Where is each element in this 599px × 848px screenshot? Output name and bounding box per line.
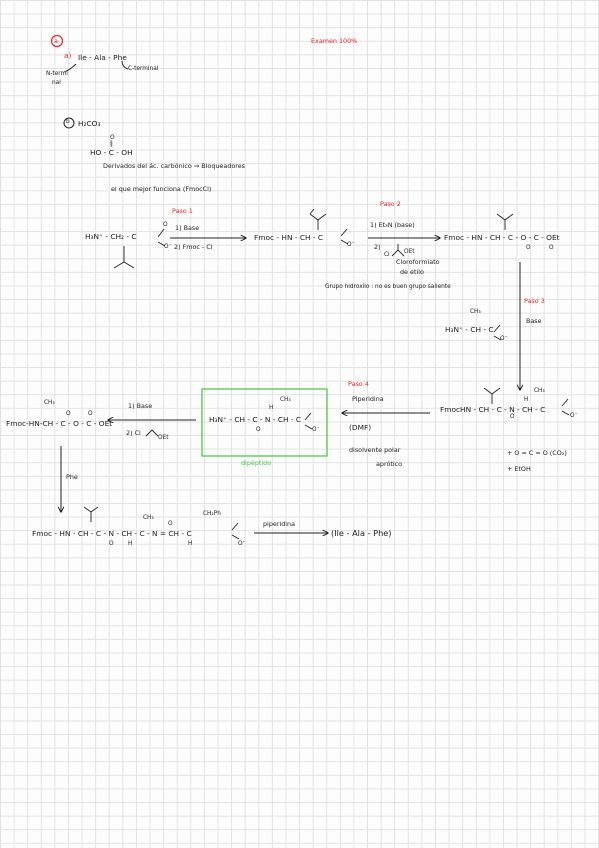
n-terminal-label: N-termi (46, 71, 68, 77)
hydroxyl-note: Grupo hidroxilo : no es buen grupo salie… (325, 284, 451, 290)
step1-reactant-o: O (163, 222, 168, 228)
step5-reagent-1: 1) Base (128, 402, 153, 410)
step5-o2: O (88, 411, 93, 417)
circle-a-label: a (54, 37, 58, 45)
final-sidechain (83, 506, 99, 522)
final-h1: H (128, 541, 133, 547)
step3-product: FmocHN - CH - C - N - CH - C (440, 405, 546, 414)
step1-reactant-om: O⁻ (164, 244, 172, 250)
dipeptide-h: H (269, 405, 274, 411)
product1-carboxylate (340, 228, 349, 245)
circle-b-label: b (66, 119, 70, 125)
step1-reactant: H₃N⁺ - CH₂ - C (85, 232, 137, 241)
dipeptide-carboxylate (304, 412, 313, 430)
final-h2: H (188, 541, 193, 547)
chloroformate-label: Cloroformiato (396, 258, 440, 266)
chloroformate-label-2: de etilo (400, 268, 424, 276)
c-terminal-label: C-terminal (128, 66, 159, 72)
step3-base: Base (526, 317, 542, 325)
final-carboxylate (231, 522, 240, 540)
step2-title: Paso 2 (380, 200, 401, 208)
n-term-hook (63, 63, 77, 73)
step5-reagent-2: 2) Cl (126, 429, 141, 437)
step1-title: Paso 1 (172, 207, 193, 215)
product2-sidechain (496, 213, 514, 230)
step1-reagent-1: 1) Base (175, 224, 200, 232)
n-terminal-label-2: nal (52, 80, 61, 86)
exam-label: Examen 100% (311, 37, 358, 45)
co2-byproduct: + O = C = O (CO₂) (507, 449, 567, 457)
step2-product-o1: O (526, 245, 531, 251)
step5-ch3: CH₃ (44, 400, 55, 406)
peptide-sequence: Ile - Ala - Phe (78, 53, 127, 62)
step5-chloroformate (145, 429, 159, 437)
alanine-structure: H₃N⁺ - CH - C (445, 325, 494, 334)
carboxylate-bonds (157, 228, 166, 247)
solvent-desc-2: aprótico (376, 460, 403, 468)
step2-reagent-2: 2) (374, 243, 381, 251)
acid-carbonyl-o: O (110, 135, 115, 141)
alanine-carboxylate (493, 324, 502, 341)
part-a-label: a) (64, 51, 72, 60)
product3-sidechain (483, 387, 501, 404)
dipeptide-structure: H₃N⁺ - CH - C - N - CH - C (209, 415, 302, 424)
step4-reagent: Piperidina (352, 395, 384, 403)
step4-solvent: (DMF) (349, 423, 372, 432)
step1-reagent-2: 2) Fmoc - Cl (174, 243, 213, 251)
step3-product-o: O (510, 414, 515, 420)
step2-reagent-1: 1) Et₃N (base) (370, 221, 415, 229)
final-om: O⁻ (238, 541, 246, 547)
final-reagent: piperidina (263, 520, 296, 528)
final-o2: O (168, 521, 173, 527)
step2-cl: Cl (384, 252, 390, 258)
dipeptide-o: O (256, 427, 261, 433)
product3-carboxylate (561, 398, 570, 416)
step5-oet: OEt (158, 435, 169, 441)
product1-sidechain (309, 208, 327, 230)
phe-reagent: Phe (66, 473, 78, 481)
dipeptide-box (201, 388, 328, 457)
final-product: (Ile - Ala - Phe) (331, 528, 392, 538)
alanine-om: O⁻ (500, 336, 508, 342)
circle-b-icon (63, 117, 75, 129)
carbonic-acid-structure: HO - C - OH (90, 148, 133, 157)
solvent-desc: disolvente polar (349, 446, 401, 454)
step1-product: Fmoc - HN - CH - C (254, 233, 324, 242)
step3-product-ch3: CH₃ (534, 388, 545, 394)
circle-a-icon (50, 34, 64, 48)
step2-product-o2: O (549, 245, 554, 251)
step3-product-h: H (524, 397, 529, 403)
chloroformate-sketch (391, 244, 405, 257)
h2co3-label: H₂CO₃ (78, 119, 101, 128)
etoh-byproduct: + EtOH (507, 465, 531, 473)
acid-carbonyl-bond: ‖ (110, 141, 113, 147)
isobutyl-sidechain (113, 246, 135, 269)
step3-product-om: O⁻ (570, 413, 578, 419)
final-ch3: CH₃ (143, 515, 154, 521)
final-ch2ph: CH₂Ph (203, 511, 221, 517)
step2-oet: OEt (404, 249, 415, 255)
step3-title: Paso 3 (524, 297, 545, 305)
step1-product-om: O⁻ (347, 242, 355, 248)
step5-o1: O (66, 411, 71, 417)
dipeptide-ch3: CH₃ (280, 397, 291, 403)
dipeptide-label: dipéptido (241, 459, 272, 467)
step4-title: Paso 4 (348, 380, 369, 388)
dipeptide-om: O⁻ (312, 427, 320, 433)
step5-product: Fmoc-HN-CH - C - O - C - OEt (6, 419, 113, 428)
best-reagent-note: el que mejor funciona (FmocCl) (111, 185, 212, 193)
alanine-ch3: CH₃ (470, 309, 481, 315)
derivatives-note: Derivados del ác. carbónico ⇒ Bloqueador… (103, 162, 245, 170)
c-term-hook (121, 60, 129, 70)
final-chain: Fmoc - HN - CH - C - N - CH - C - N = CH… (32, 529, 192, 538)
final-o1: O (109, 541, 114, 547)
step2-product: Fmoc - HN - CH - C - O - C - OEt (444, 233, 560, 242)
